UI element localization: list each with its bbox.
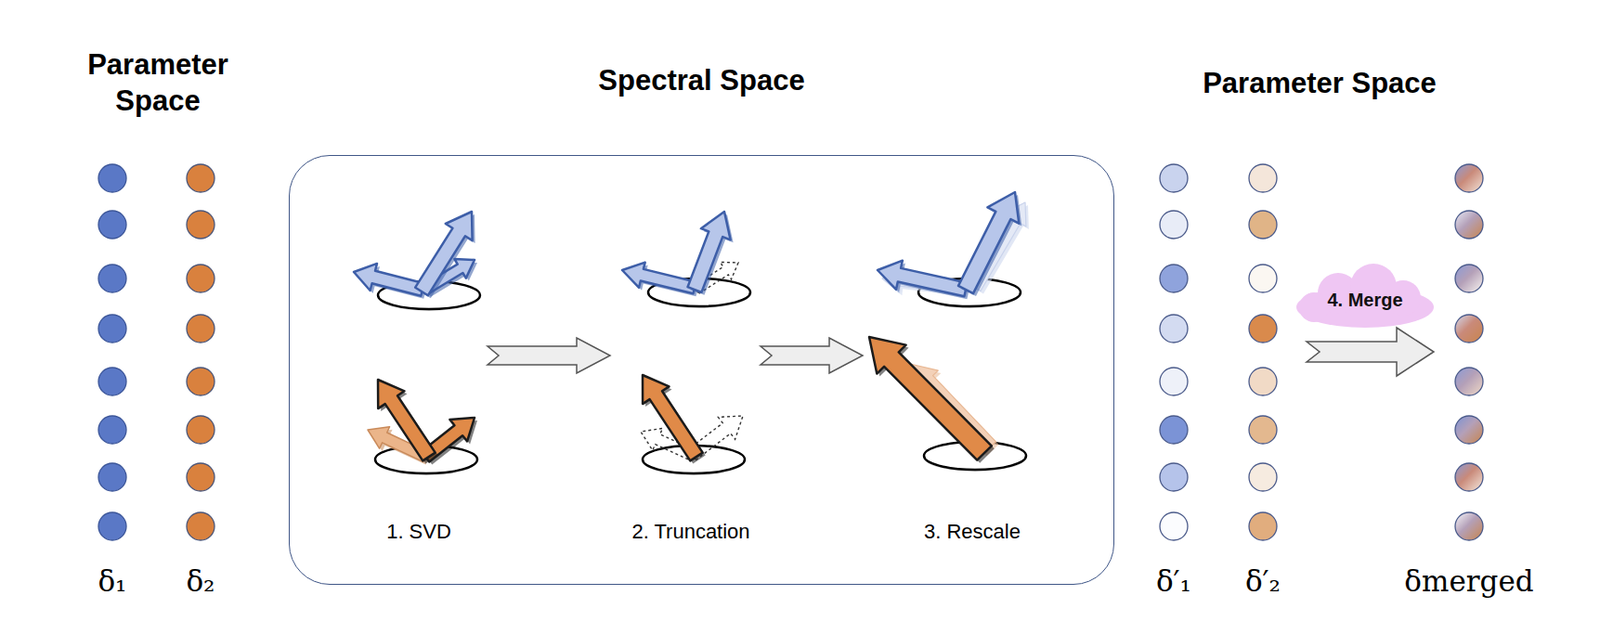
merged-dot: [1455, 314, 1483, 343]
param-dot: [98, 314, 127, 343]
param-dot: [186, 463, 215, 492]
merged-dot: [1455, 164, 1483, 193]
param-dot: [1159, 512, 1188, 541]
param-dot: [1159, 463, 1188, 492]
singular-vector: [642, 375, 703, 461]
merged-dot: [1455, 416, 1483, 444]
flow-arrow: [1306, 327, 1434, 377]
param-dot: [98, 164, 127, 193]
param-dot: [186, 164, 215, 193]
singular-vector: [877, 260, 968, 298]
merge-label: 4. Merge: [1326, 288, 1403, 312]
flow-arrow: [487, 338, 611, 374]
param-dot: [98, 210, 127, 239]
panel-heading: Spectral Space: [289, 63, 1114, 100]
merge-cloud: 4. Merge: [1293, 262, 1437, 330]
param-dot: [1248, 463, 1277, 492]
param-dot: [186, 367, 215, 396]
vector-label: δ₁: [97, 564, 127, 599]
cloud-lobe: [1299, 292, 1329, 323]
param-dot: [1248, 164, 1277, 193]
vector-label: δmerged: [1404, 564, 1534, 599]
vector-label: δ₂: [185, 564, 215, 599]
singular-vector: [688, 211, 731, 293]
singular-vector: [377, 379, 436, 461]
singular-vector: [869, 337, 992, 461]
space-title: Parameter Space: [1202, 65, 1437, 103]
param-dot: [1159, 367, 1188, 396]
vector-label: δ′₂: [1245, 564, 1281, 599]
merged-dot: [1455, 210, 1483, 239]
param-dot: [1248, 367, 1277, 396]
param-dot: [1248, 264, 1277, 293]
param-dot: [1248, 314, 1277, 343]
merged-dot: [1455, 463, 1483, 492]
param-dot: [98, 416, 127, 444]
param-dot: [1248, 512, 1277, 541]
param-dot: [98, 512, 127, 541]
param-dot: [1159, 264, 1188, 293]
singular-vector: [622, 262, 697, 295]
merged-dot: [1455, 512, 1483, 541]
step-label: 1. SVD: [386, 520, 452, 545]
param-dot: [186, 264, 215, 293]
param-dot: [186, 512, 215, 541]
param-dot: [1159, 416, 1188, 444]
param-dot: [98, 463, 127, 492]
param-dot: [1159, 314, 1188, 343]
merged-dot: [1455, 264, 1483, 293]
step-label: 2. Truncation: [631, 520, 750, 545]
singular-vector: [415, 211, 472, 296]
param-dot: [186, 416, 215, 444]
step-label: 3. Rescale: [923, 520, 1021, 545]
param-dot: [186, 210, 215, 239]
param-dot: [98, 264, 127, 293]
singular-vector: [958, 192, 1019, 294]
param-dot: [1248, 210, 1277, 239]
flow-arrow: [760, 338, 863, 374]
param-dot: [186, 314, 215, 343]
param-dot: [1159, 210, 1188, 239]
space-title: Parameter Space: [55, 47, 261, 120]
param-dot: [98, 367, 127, 396]
merged-dot: [1455, 367, 1483, 396]
singular-vector: [353, 263, 425, 297]
param-dot: [1159, 164, 1188, 193]
vector-label: δ′₁: [1156, 564, 1192, 599]
param-dot: [1248, 416, 1277, 444]
